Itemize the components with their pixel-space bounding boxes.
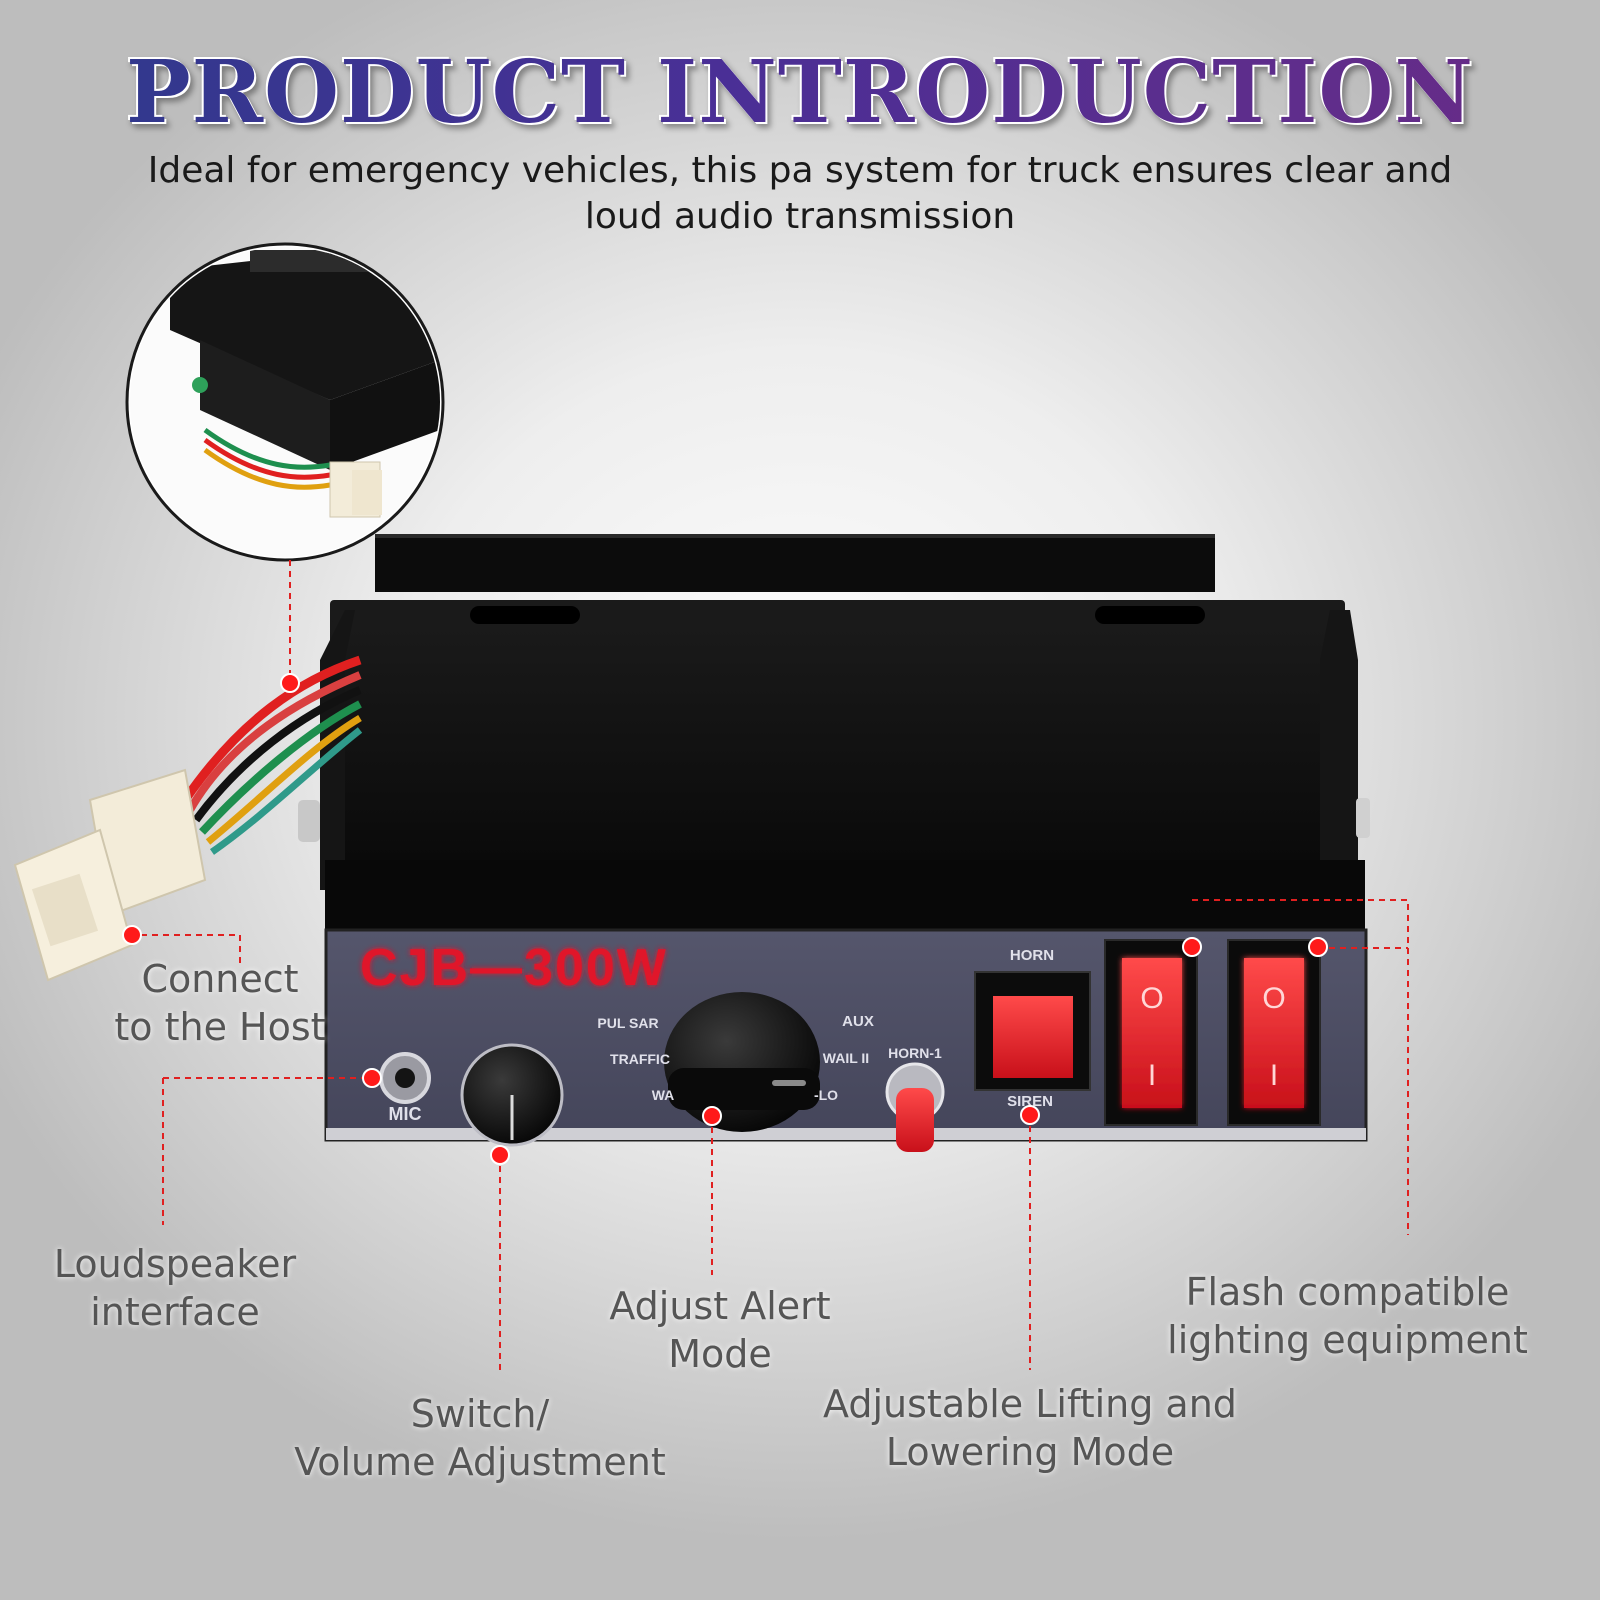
dot-siren [1020,1105,1040,1125]
light-switch-1[interactable]: O I [1104,939,1198,1126]
callout-connect-host: Connect to the Host [114,957,326,1049]
dial-label-wa: WA [652,1087,675,1103]
callout-leaders [130,560,1409,1375]
dot-volume [490,1145,510,1165]
dial-label-pul-sar: PUL SAR [597,1015,658,1031]
page-title: PRODUCT INTRODUCTION [0,42,1600,143]
mode-dial[interactable] [664,992,820,1132]
dial-label-traffic: TRAFFIC [610,1051,670,1067]
horn-siren-rocker[interactable] [974,971,1091,1091]
dot-connect-host [122,925,142,945]
switch-2-off-mark: I [1270,1059,1278,1092]
dot-switch-2 [1308,937,1328,957]
detail-inset [125,242,445,562]
callout-dots [122,673,1328,1165]
light-switch-2[interactable]: O I [1227,939,1321,1126]
callout-volume: Switch/ Volume Adjustment [294,1392,666,1484]
horn-label: HORN [1010,947,1054,964]
mic-label: MIC [389,1104,422,1124]
wiring-harness [181,655,363,855]
housing-top [298,600,1370,935]
switch-2-on-mark: O [1262,982,1285,1015]
switch-1-off-mark: I [1148,1059,1156,1092]
page-subtitle: Ideal for emergency vehicles, this pa sy… [147,150,1453,237]
dot-connector [280,673,300,693]
dial-label-aux: AUX [842,1013,874,1030]
switch-1-on-mark: O [1140,982,1163,1015]
dot-switch-1 [1182,937,1202,957]
dial-label-lo: -LO [814,1087,838,1103]
siren-label: SIREN [1007,1093,1053,1110]
horn1-push-button[interactable] [885,1062,945,1152]
dot-alert-mode [702,1106,722,1126]
callout-flash: Flash compatible lighting equipment [1167,1270,1528,1362]
callout-alert-mode: Adjust Alert Mode [609,1284,831,1376]
volume-knob[interactable] [460,1043,564,1147]
callout-lifting: Adjustable Lifting and Lowering Mode [823,1382,1237,1474]
dial-label-wail-2: WAIL II [823,1050,869,1066]
mic-jack[interactable] [379,1052,431,1104]
host-connector[interactable] [13,768,207,982]
horn1-label: HORN-1 [888,1045,942,1061]
callout-loudspeaker: Loudspeaker interface [53,1242,297,1334]
rear-bracket [375,534,1215,592]
dot-mic [362,1068,382,1088]
model-led-label: CJB—300W [360,939,668,997]
